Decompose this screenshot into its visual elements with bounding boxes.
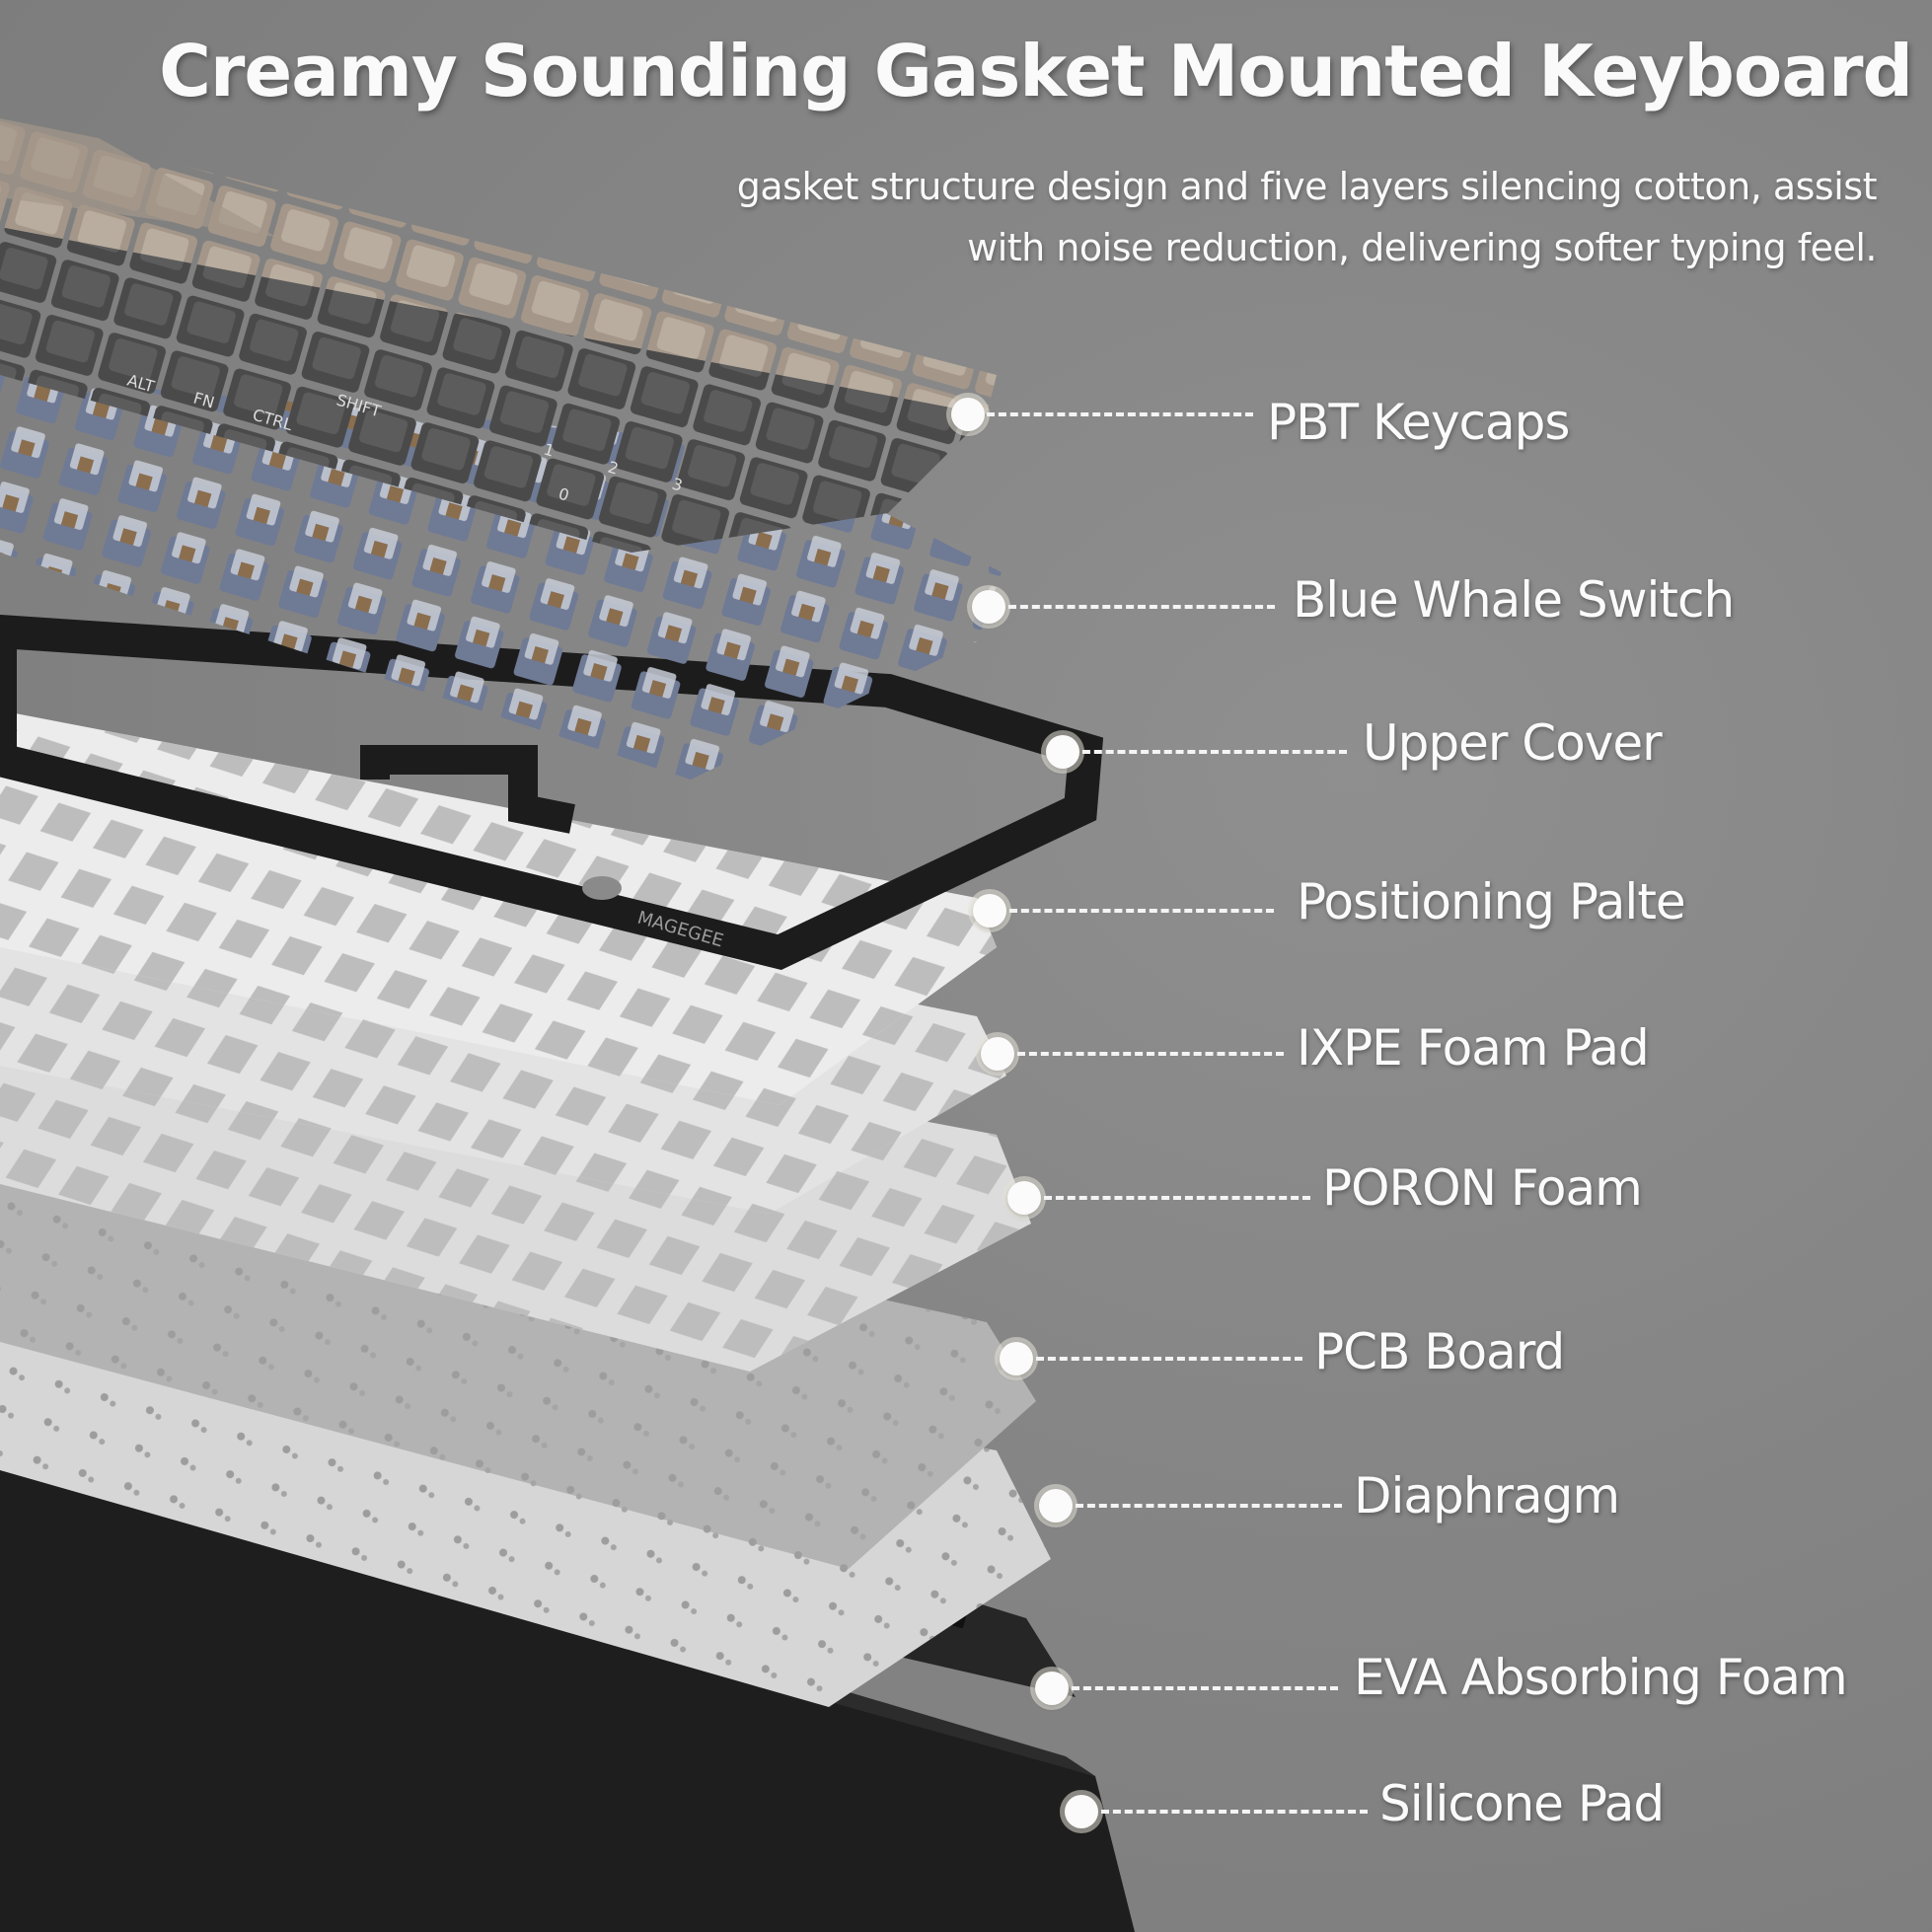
page-title: Creamy Sounding Gasket Mounted Keyboard — [159, 30, 1913, 112]
layer-label: EVA Absorbing Foam — [1354, 1649, 1848, 1706]
layer-label: Silicone Pad — [1379, 1775, 1665, 1832]
callout-dot — [981, 1037, 1014, 1071]
upper-cover-frame: MAGEGEE — [0, 614, 1104, 970]
callout-leader-line — [1036, 1357, 1302, 1361]
layer-label: PBT Keycaps — [1267, 394, 1570, 451]
layer-label: Positioning Palte — [1297, 873, 1686, 930]
layer-label: Blue Whale Switch — [1293, 571, 1735, 629]
key-1: 1 — [542, 440, 557, 461]
callout-leader-line — [1009, 909, 1274, 913]
callout-dot — [1007, 1181, 1041, 1215]
callout-leader-line — [987, 412, 1253, 416]
callout-dot — [1039, 1489, 1073, 1523]
layer-label: PORON Foam — [1322, 1159, 1643, 1217]
layer-label: PCB Board — [1314, 1323, 1565, 1380]
callout-dot — [1065, 1795, 1098, 1828]
page-subtitle: gasket structure design and five layers … — [736, 165, 1878, 269]
keycap-layer — [0, 118, 997, 553]
callout-leader-line — [1082, 750, 1347, 754]
callout-dot — [1035, 1672, 1069, 1705]
callout-dot — [1046, 735, 1079, 769]
callout-dot — [972, 590, 1005, 624]
callout-dot — [951, 398, 985, 431]
layer-label: Diaphragm — [1354, 1467, 1620, 1524]
key-3: 3 — [670, 475, 685, 495]
callout-leader-line — [1072, 1686, 1338, 1690]
callout-leader-line — [1044, 1196, 1310, 1200]
callout-dot — [973, 894, 1006, 928]
callout-leader-line — [1008, 605, 1275, 609]
callout-leader-line — [1076, 1504, 1342, 1508]
callout-leader-line — [1101, 1810, 1368, 1814]
key-0: 0 — [557, 484, 571, 505]
callout-leader-line — [1017, 1052, 1284, 1056]
key-2: 2 — [606, 458, 621, 479]
layer-label: IXPE Foam Pad — [1297, 1019, 1650, 1077]
callout-dot — [1000, 1342, 1033, 1375]
layer-label: Upper Cover — [1363, 714, 1663, 772]
